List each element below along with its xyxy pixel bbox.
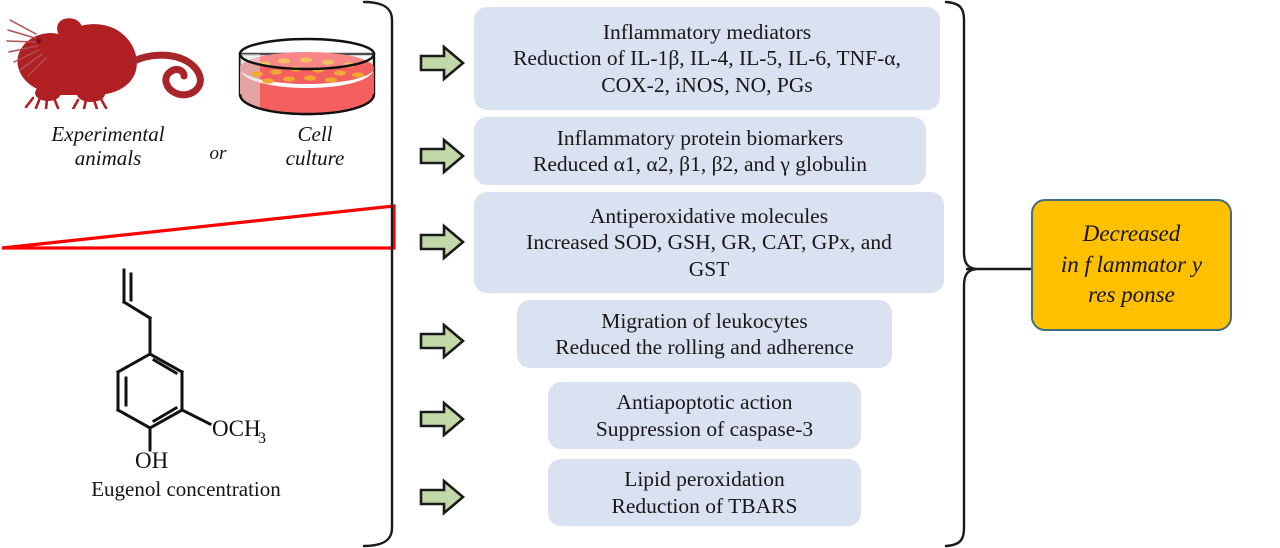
effect-title: Inflammatory protein biomarkers [556, 125, 844, 150]
experimental-animals-label: Experimental animals [51, 122, 165, 171]
svg-text:OCH: OCH [212, 416, 261, 441]
effect-detail-line-2: GST [688, 256, 730, 281]
result-line-1: Decreased [1082, 221, 1181, 247]
or-label: or [209, 143, 227, 164]
result-connector-line [966, 250, 1036, 288]
effect-title: Inflammatory mediators [602, 20, 812, 45]
svg-text:OH: OH [135, 448, 168, 468]
effect-box-lipid-peroxidation: Lipid peroxidation Reduction of TBARS [548, 459, 861, 526]
effect-detail-line-1: Increased SOD, GSH, GR, CAT, GPx, and [526, 230, 892, 255]
svg-text:3: 3 [258, 430, 266, 447]
experimental-mouse-icon [6, 14, 211, 111]
effect-title: Antiperoxidative molecules [589, 204, 829, 229]
effect-box-migration-of-leukocytes: Migration of leukocytes Reduced the roll… [517, 300, 892, 368]
effect-title: Migration of leukocytes [601, 308, 808, 333]
result-line-2: in f lammator y [1060, 251, 1203, 277]
eugenol-concentration-label: Eugenol concentration [91, 477, 281, 501]
result-line-3: res ponse [1088, 282, 1175, 308]
right-arrow-icon [418, 222, 466, 262]
effect-detail-line-1: Reduction of TBARS [611, 493, 798, 518]
effect-title: Lipid peroxidation [624, 467, 785, 492]
right-arrow-icon [418, 43, 466, 83]
cell-culture-label: Cell culture [285, 122, 345, 171]
effect-box-antiperoxidative-molecules: Antiperoxidative molecules Increased SOD… [474, 192, 944, 293]
effect-detail-line-1: Reduced the rolling and adherence [555, 335, 854, 359]
result-box-decreased-inflammatory-response: Decreased in f lammator y res ponse [1031, 199, 1232, 331]
inputs-brace [362, 0, 396, 548]
inputs-panel: Experimental animals or Cell culture [0, 0, 396, 548]
eugenol-structure-icon: OCH 3 OH [86, 258, 316, 473]
effect-detail-line-1: Reduced α1, α2, β1, β2, and γ globulin [533, 152, 867, 176]
right-arrow-icon [418, 136, 466, 176]
effect-detail-line-2: COX-2, iNOS, NO, PGs [601, 72, 813, 97]
effect-box-antiapoptotic-action: Antiapoptotic action Suppression of casp… [548, 382, 861, 449]
right-arrow-icon [418, 321, 466, 361]
effect-detail-line-1: Reduction of IL-1β, IL-4, IL-5, IL-6, TN… [513, 46, 901, 71]
effect-detail-line-1: Suppression of caspase-3 [595, 416, 814, 441]
right-arrow-icon [418, 399, 466, 439]
effect-box-inflammatory-mediators: Inflammatory mediators Reduction of IL-1… [474, 7, 940, 110]
cell-culture-dish-icon [232, 32, 382, 120]
concentration-gradient-triangle [0, 198, 400, 256]
effect-box-protein-biomarkers: Inflammatory protein biomarkers Reduced … [474, 117, 926, 185]
right-arrow-icon [418, 477, 466, 517]
effect-title: Antiapoptotic action [616, 390, 793, 415]
